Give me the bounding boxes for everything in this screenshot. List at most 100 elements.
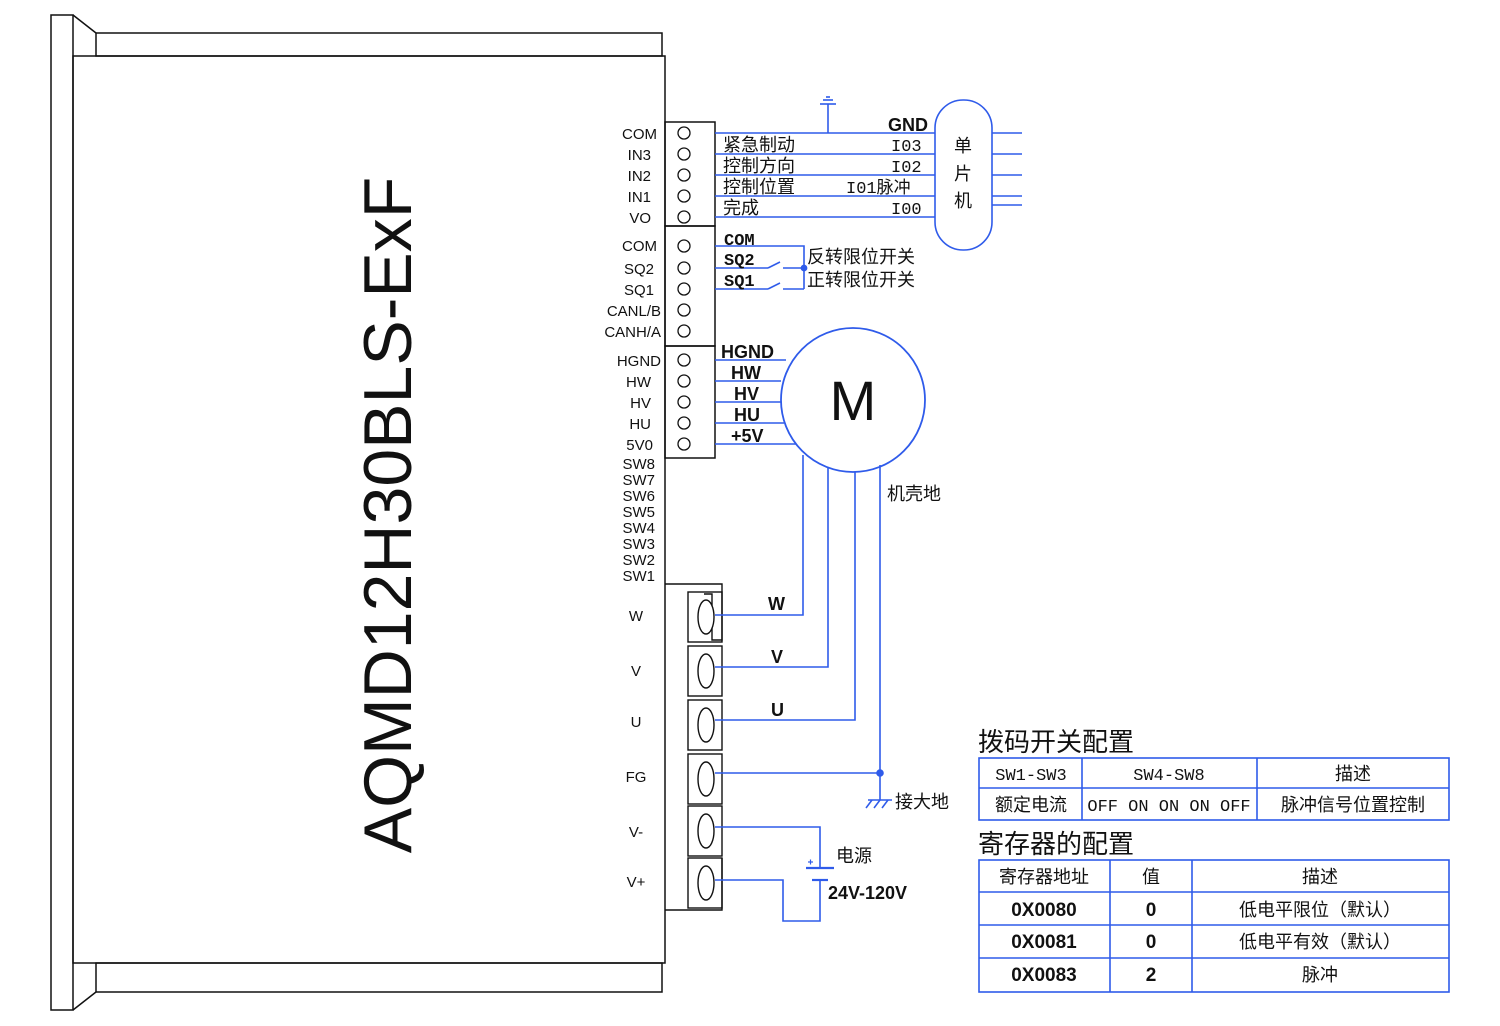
signal-wires — [715, 96, 1022, 218]
register-table-header: 值 — [1142, 867, 1160, 888]
signal-io-label: I01脉冲 — [846, 178, 911, 199]
terminal-label: VO — [629, 210, 651, 227]
dip-label: SW6 — [622, 488, 655, 505]
power-terminal-label: U — [631, 714, 642, 731]
limit-sq1-label: SQ1 — [724, 273, 755, 292]
terminal-label: SQ1 — [624, 282, 654, 299]
register-table-header: 寄存器地址 — [999, 867, 1089, 888]
svg-text:片: 片 — [954, 164, 972, 185]
hall-labels: HGND HW HV HU +5V — [721, 342, 774, 446]
power-terminal-label: W — [629, 608, 644, 625]
terminal-label: IN3 — [628, 147, 651, 164]
register-table-cell: 0 — [1146, 900, 1157, 921]
power-terminal-label: V — [631, 663, 641, 680]
terminal-labels: COM IN3 IN2 IN1 VO COM SQ2 SQ1 CANL/B CA… — [604, 126, 661, 454]
terminal-label: HV — [630, 395, 651, 412]
phase-label: W — [768, 594, 785, 614]
dip-table-header: 描述 — [1335, 764, 1371, 785]
forward-limit-label: 正转限位开关 — [807, 270, 915, 291]
limit-com-label: COM — [724, 232, 755, 251]
register-table-header: 描述 — [1302, 867, 1338, 888]
dip-table-title: 拨码开关配置 — [978, 728, 1134, 758]
phase-label: U — [771, 700, 784, 720]
dip-table-header: SW1-SW3 — [995, 767, 1066, 786]
motor-label: M — [830, 369, 877, 432]
limit-switch-labels: COM SQ2 SQ1 反转限位开关 正转限位开关 — [724, 232, 915, 292]
power-label: 电源 — [836, 846, 872, 867]
terminal-label: IN2 — [628, 168, 651, 185]
signal-cn-label: 完成 — [723, 198, 759, 219]
gnd-label: GND — [888, 115, 928, 135]
svg-text:机: 机 — [954, 191, 972, 212]
power-terminal-block — [665, 583, 723, 911]
terminal-label: COM — [622, 126, 657, 143]
register-table-cell: 0X0080 — [1011, 900, 1077, 921]
power-terminal-label: V- — [629, 824, 643, 841]
phase-wires — [715, 455, 892, 809]
dip-table-header: SW4-SW8 — [1133, 767, 1204, 786]
dip-label: SW3 — [622, 536, 655, 553]
hall-label: HGND — [721, 342, 774, 362]
terminal-circles — [677, 126, 691, 451]
hall-wires — [715, 359, 797, 445]
svg-text:单: 单 — [954, 136, 972, 157]
hall-label: +5V — [731, 426, 764, 446]
register-table — [978, 859, 1450, 993]
register-table-cell: 低电平有效（默认） — [1239, 932, 1401, 953]
power-terminal-labels: W V U FG V- V+ — [626, 608, 647, 891]
signal-labels: GND 紧急制动 I03 控制方向 I02 控制位置 I01脉冲 完成 I00 — [723, 115, 928, 220]
register-table-cells: 寄存器地址 值 描述 0X0080 0 低电平限位（默认） 0X0081 0 低… — [999, 867, 1401, 986]
terminal-label: COM — [622, 238, 657, 255]
power-terminal-label: V+ — [627, 874, 646, 891]
dip-label: SW1 — [622, 568, 655, 585]
motor-circle — [780, 327, 926, 473]
power-labels: 电源 24V-120V — [828, 846, 907, 903]
signal-io-label: I00 — [891, 201, 922, 220]
dip-table-cell: OFF ON ON ON OFF — [1087, 798, 1250, 817]
driver-body — [50, 14, 666, 1011]
earth-label: 接大地 — [895, 792, 949, 813]
terminal-blocks — [664, 121, 716, 459]
dip-label: SW5 — [622, 504, 655, 521]
terminal-label: CANL/B — [607, 303, 661, 320]
signal-io-label: I03 — [891, 138, 922, 157]
register-table-cell: 脉冲 — [1302, 965, 1338, 986]
signal-io-label: I02 — [891, 159, 922, 178]
terminal-label: 5V0 — [626, 437, 653, 454]
voltage-label: 24V-120V — [828, 883, 907, 903]
dip-table-cell: 额定电流 — [995, 795, 1067, 816]
register-table-cell: 0 — [1146, 932, 1157, 953]
register-table-title: 寄存器的配置 — [978, 830, 1134, 860]
terminal-label: IN1 — [628, 189, 651, 206]
register-table-cell: 低电平限位（默认） — [1239, 900, 1401, 921]
limit-switch-wires — [715, 245, 808, 290]
phase-label: V — [771, 647, 783, 667]
signal-cn-label: 控制位置 — [723, 177, 795, 198]
power-terminal-label: FG — [626, 769, 647, 786]
signal-cn-label: 控制方向 — [723, 156, 795, 177]
dip-table — [978, 757, 1450, 821]
register-table-cell: 0X0081 — [1011, 932, 1077, 953]
reverse-limit-label: 反转限位开关 — [807, 247, 915, 268]
terminal-label: HW — [626, 374, 652, 391]
mcu-box — [934, 99, 993, 251]
limit-sq2-label: SQ2 — [724, 252, 755, 271]
dip-table-cell: 脉冲信号位置控制 — [1281, 795, 1425, 816]
dip-switch-labels: SW8 SW7 SW6 SW5 SW4 SW3 SW2 SW1 — [622, 456, 655, 585]
dip-label: SW8 — [622, 456, 655, 473]
terminal-label: HU — [629, 416, 651, 433]
hall-label: HU — [734, 405, 760, 425]
shell-ground-label: 机壳地 — [887, 484, 941, 505]
hall-label: HW — [731, 363, 761, 383]
dip-label: SW7 — [622, 472, 655, 489]
terminal-label: CANH/A — [604, 324, 661, 341]
register-table-cell: 2 — [1146, 965, 1157, 986]
dip-label: SW4 — [622, 520, 655, 537]
phase-labels: W V U 机壳地 接大地 — [768, 484, 949, 813]
power-supply-wires — [715, 826, 834, 922]
dip-label: SW2 — [622, 552, 655, 569]
terminal-label: SQ2 — [624, 261, 654, 278]
mcu-label: 单 片 机 — [954, 136, 972, 212]
terminal-label: HGND — [617, 353, 661, 370]
